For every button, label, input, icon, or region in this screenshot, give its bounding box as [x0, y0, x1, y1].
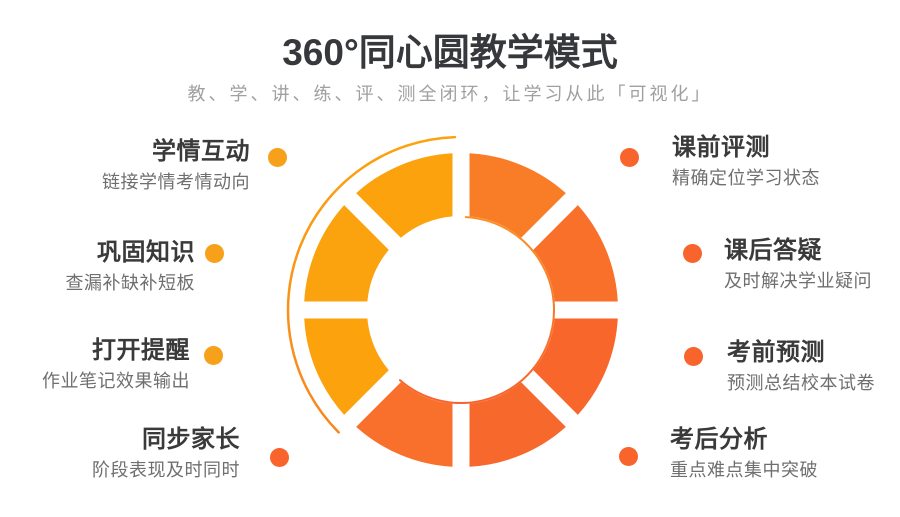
page-subtitle: 教、学、讲、练、评、测全闭环，让学习从此「可视化」: [187, 84, 713, 104]
bullet-dot-right-1: [620, 148, 639, 167]
ring-segment-7: [304, 205, 389, 302]
feature-item-kehou-dayi: 课后答疑 及时解决学业疑问: [724, 238, 872, 292]
feature-desc: 及时解决学业疑问: [724, 271, 872, 291]
bullet-dot-left-2: [205, 244, 224, 263]
ring-segment-5: [356, 382, 453, 467]
ring-segment-8: [356, 153, 453, 238]
feature-title: 课后答疑: [724, 237, 822, 264]
feature-desc: 链接学情考情动向: [102, 172, 250, 192]
feature-desc: 阶段表现及时同时: [92, 460, 240, 480]
feature-desc: 预测总结校本试卷: [727, 373, 875, 393]
feature-desc: 重点难点集中突破: [670, 460, 818, 480]
feature-title: 考后分析: [670, 426, 768, 453]
inner-decorative-arc: [398, 216, 556, 404]
feature-item-keqian-pingce: 课前评测 精确定位学习状态: [672, 135, 820, 189]
feature-title: 考前预测: [727, 339, 825, 366]
ring-segment-1: [469, 153, 566, 238]
feature-item-gonggu-zhishi: 巩固知识 查漏补缺补短板: [66, 240, 196, 294]
feature-title: 学情互动: [152, 138, 250, 165]
feature-title: 打开提醒: [92, 337, 190, 364]
outer-decorative-arc: [286, 135, 457, 434]
feature-desc: 查漏补缺补短板: [65, 273, 195, 293]
feature-item-kaoqian-yuce: 考前预测 预测总结校本试卷: [727, 340, 875, 394]
feature-desc: 精确定位学习状态: [672, 168, 820, 188]
feature-title: 同步家长: [142, 426, 240, 453]
feature-item-kaohou-fenxi: 考后分析 重点难点集中突破: [670, 427, 818, 481]
ring-segment-2: [533, 205, 618, 302]
ring-segments: [304, 153, 618, 467]
feature-desc: 作业笔记效果输出: [42, 371, 190, 391]
bullet-dot-right-4: [619, 447, 638, 466]
bullet-dot-right-2: [683, 244, 702, 263]
ring-segment-3: [533, 318, 618, 415]
bullet-dot-left-3: [204, 346, 223, 365]
bullet-dot-left-1: [268, 148, 287, 167]
bullet-dot-left-4: [270, 448, 289, 467]
feature-title: 巩固知识: [97, 239, 195, 266]
page-title: 360°同心圆教学模式: [282, 32, 618, 73]
feature-title: 课前评测: [672, 134, 770, 161]
concentric-ring-graphic: [286, 135, 618, 467]
feature-item-dakai-tixing: 打开提醒 作业笔记效果输出: [42, 338, 190, 392]
ring-segment-4: [469, 382, 566, 467]
feature-item-tongbu-jiazhang: 同步家长 阶段表现及时同时: [92, 427, 240, 481]
feature-item-xueqing-hudong: 学情互动 链接学情考情动向: [102, 139, 250, 193]
bullet-dot-right-3: [684, 347, 703, 366]
ring-segment-6: [304, 318, 389, 415]
